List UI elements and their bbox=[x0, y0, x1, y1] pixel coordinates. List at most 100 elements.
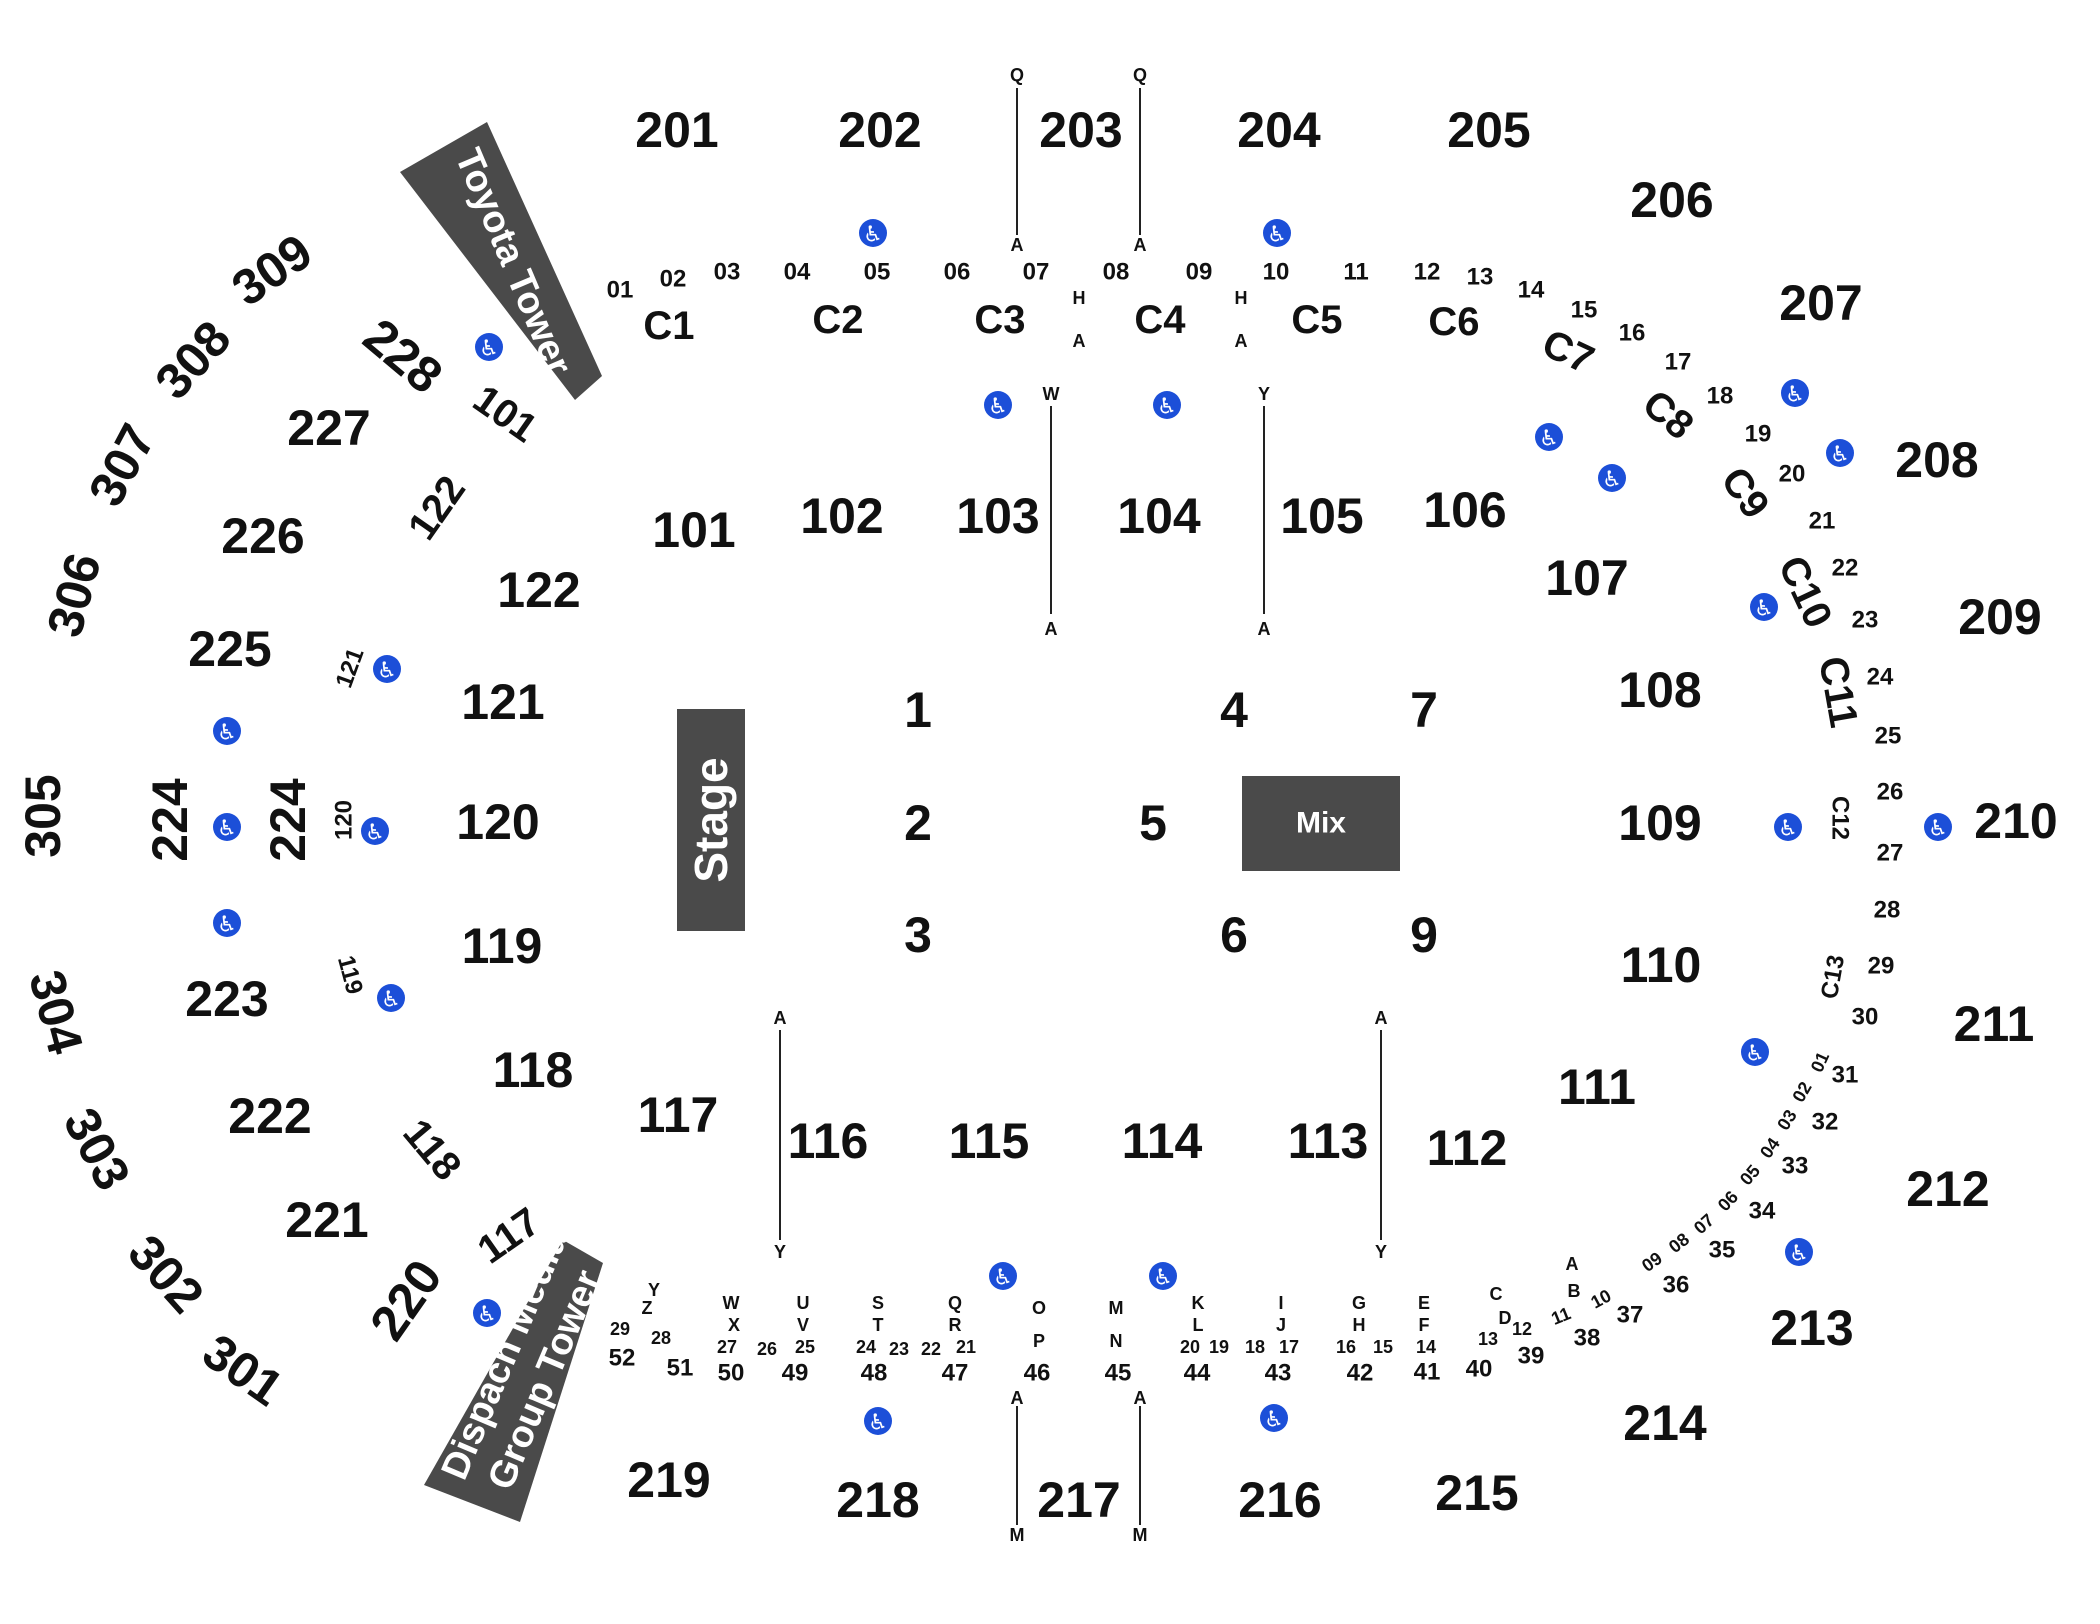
section-121[interactable]: 121 bbox=[461, 674, 544, 730]
section-101[interactable]: 101 bbox=[652, 502, 735, 558]
section-c6[interactable]: C6 bbox=[1428, 300, 1479, 344]
section-118[interactable]: 118 bbox=[493, 1042, 574, 1098]
section-106[interactable]: 106 bbox=[1423, 482, 1506, 538]
section-223[interactable]: 223 bbox=[185, 971, 268, 1027]
section-212[interactable]: 212 bbox=[1906, 1161, 1989, 1217]
mix-booth[interactable]: Mix bbox=[1242, 776, 1400, 871]
section-216[interactable]: 216 bbox=[1238, 1472, 1321, 1528]
svg-text:♿: ♿ bbox=[1754, 596, 1774, 621]
section-304[interactable]: 304 bbox=[18, 964, 94, 1059]
section-204[interactable]: 204 bbox=[1237, 102, 1321, 158]
floor-2[interactable]: 2 bbox=[904, 795, 932, 851]
section-105[interactable]: 105 bbox=[1280, 488, 1363, 544]
floor-3[interactable]: 3 bbox=[904, 907, 932, 963]
section-221[interactable]: 221 bbox=[285, 1192, 368, 1248]
section-207[interactable]: 207 bbox=[1779, 275, 1862, 331]
box-subnumber-14: 14 bbox=[1416, 1337, 1436, 1357]
section-305[interactable]: 305 bbox=[15, 774, 71, 857]
section-303[interactable]: 303 bbox=[53, 1099, 142, 1199]
floor-7[interactable]: 7 bbox=[1410, 682, 1438, 738]
stage[interactable]: Stage bbox=[677, 709, 745, 931]
section-211[interactable]: 211 bbox=[1954, 996, 2035, 1052]
section-122[interactable]: 122 bbox=[497, 562, 580, 618]
section-112[interactable]: 112 bbox=[1427, 1120, 1508, 1176]
section-103[interactable]: 103 bbox=[956, 488, 1039, 544]
section-306[interactable]: 306 bbox=[36, 547, 112, 642]
section-220[interactable]: 220 bbox=[359, 1250, 453, 1350]
section-c2[interactable]: C2 bbox=[812, 298, 863, 342]
section-c13[interactable]: C13 bbox=[1816, 953, 1850, 1001]
section-217[interactable]: 217 bbox=[1037, 1472, 1120, 1528]
section-227[interactable]: 227 bbox=[287, 400, 370, 456]
floor-9[interactable]: 9 bbox=[1410, 907, 1438, 963]
floor-1[interactable]: 1 bbox=[904, 682, 932, 738]
box-subnumber-16: 16 bbox=[1336, 1337, 1356, 1357]
box-number-26: 26 bbox=[1877, 779, 1904, 806]
section-c8[interactable]: C8 bbox=[1634, 382, 1701, 449]
box-number-41: 41 bbox=[1414, 1359, 1441, 1386]
section-c12[interactable]: C12 bbox=[1827, 796, 1854, 840]
section-208[interactable]: 208 bbox=[1895, 432, 1978, 488]
section-111[interactable]: 111 bbox=[1558, 1059, 1636, 1115]
section-113[interactable]: 113 bbox=[1288, 1113, 1369, 1169]
section-104[interactable]: 104 bbox=[1117, 488, 1201, 544]
section-c5[interactable]: C5 bbox=[1291, 298, 1342, 342]
section-226[interactable]: 226 bbox=[221, 508, 304, 564]
row-letter-Y: Y bbox=[1375, 1242, 1387, 1262]
section-203[interactable]: 203 bbox=[1039, 102, 1122, 158]
section-102[interactable]: 102 bbox=[800, 488, 883, 544]
section-c1[interactable]: C1 bbox=[643, 304, 694, 348]
box-number-50: 50 bbox=[718, 1360, 745, 1387]
section-206[interactable]: 206 bbox=[1630, 172, 1713, 228]
section-107[interactable]: 107 bbox=[1545, 550, 1628, 606]
floor-4[interactable]: 4 bbox=[1220, 682, 1248, 738]
section-201[interactable]: 201 bbox=[635, 102, 718, 158]
section-301[interactable]: 301 bbox=[193, 1323, 293, 1417]
section-309[interactable]: 309 bbox=[222, 223, 322, 317]
section-307[interactable]: 307 bbox=[78, 415, 167, 515]
row-letter-A: A bbox=[1375, 1008, 1388, 1028]
section-c10[interactable]: C10 bbox=[1770, 549, 1841, 634]
section-213[interactable]: 213 bbox=[1770, 1300, 1853, 1356]
section-109[interactable]: 109 bbox=[1618, 795, 1701, 851]
section-228[interactable]: 228 bbox=[353, 308, 453, 405]
section-308[interactable]: 308 bbox=[144, 310, 241, 409]
section-119[interactable]: 119 bbox=[462, 918, 543, 974]
svg-text:♿: ♿ bbox=[863, 222, 883, 247]
section-202[interactable]: 202 bbox=[838, 102, 921, 158]
section-120[interactable]: 120 bbox=[456, 794, 539, 850]
row-letter-L: L bbox=[1193, 1315, 1204, 1335]
dispatch-tower[interactable]: Dispach Media Group Tower bbox=[424, 1224, 610, 1522]
section-114[interactable]: 114 bbox=[1122, 1113, 1203, 1169]
section-302[interactable]: 302 bbox=[117, 1224, 214, 1323]
section-110[interactable]: 110 bbox=[1621, 937, 1702, 993]
section-209[interactable]: 209 bbox=[1958, 589, 2041, 645]
row-letter-B: B bbox=[1568, 1281, 1581, 1301]
section-215[interactable]: 215 bbox=[1435, 1465, 1518, 1521]
section-c7[interactable]: C7 bbox=[1536, 321, 1601, 382]
section-210[interactable]: 210 bbox=[1974, 793, 2057, 849]
section-224-inner[interactable]: 224 bbox=[260, 778, 316, 862]
wheelchair-icon: ♿ bbox=[1263, 219, 1291, 247]
section-108[interactable]: 108 bbox=[1618, 662, 1701, 718]
section-205[interactable]: 205 bbox=[1447, 102, 1530, 158]
row-letter-T: T bbox=[873, 1315, 884, 1335]
section-225[interactable]: 225 bbox=[188, 621, 271, 677]
section-214[interactable]: 214 bbox=[1623, 1395, 1707, 1451]
section-117[interactable]: 117 bbox=[638, 1087, 719, 1143]
section-c3[interactable]: C3 bbox=[974, 298, 1025, 342]
floor-6[interactable]: 6 bbox=[1220, 907, 1248, 963]
section-222[interactable]: 222 bbox=[228, 1088, 311, 1144]
floor-5[interactable]: 5 bbox=[1139, 795, 1167, 851]
wheelchair-icon: ♿ bbox=[1741, 1038, 1769, 1066]
section-c9[interactable]: C9 bbox=[1712, 459, 1777, 526]
section-116[interactable]: 116 bbox=[788, 1113, 869, 1169]
row-letter-M: M bbox=[1109, 1298, 1124, 1318]
section-219[interactable]: 219 bbox=[627, 1452, 710, 1508]
section-c4[interactable]: C4 bbox=[1134, 298, 1186, 342]
box-subnumber-26: 26 bbox=[757, 1339, 777, 1359]
section-218[interactable]: 218 bbox=[836, 1472, 919, 1528]
section-224-outer[interactable]: 224 bbox=[142, 778, 198, 862]
section-115[interactable]: 115 bbox=[949, 1113, 1030, 1169]
section-c11[interactable]: C11 bbox=[1810, 653, 1866, 731]
